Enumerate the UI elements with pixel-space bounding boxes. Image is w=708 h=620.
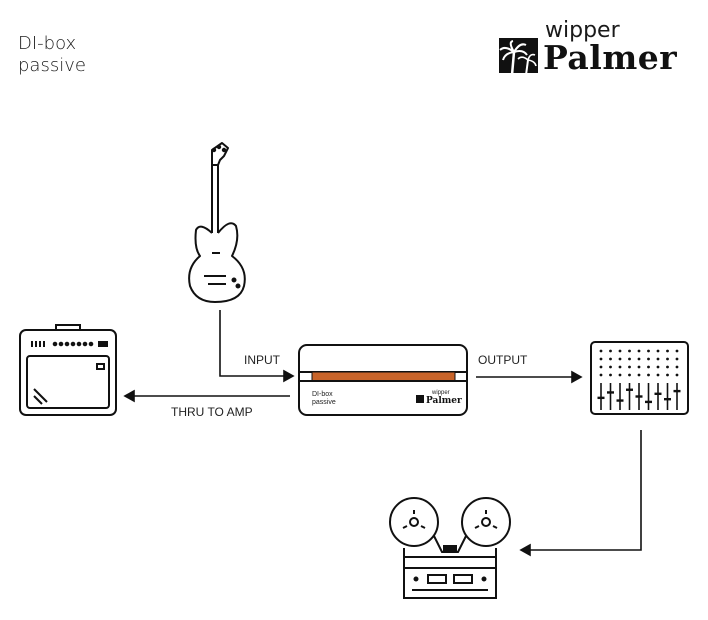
mixer-knob — [675, 373, 679, 377]
mixer-knob — [656, 357, 660, 361]
guitar-icon — [188, 142, 246, 303]
mixer-knob — [656, 349, 660, 353]
mixer-knob — [618, 373, 622, 377]
mixer-knob — [609, 357, 612, 361]
mixer-knob — [628, 349, 631, 353]
mixer-knob — [647, 349, 650, 353]
mixer-knob — [599, 349, 603, 353]
brand-name: Palmer — [543, 38, 678, 77]
thru-connection — [123, 389, 290, 403]
tape-recorder-icon — [389, 497, 511, 599]
device-logo-icon — [416, 395, 424, 403]
mixer-knob — [618, 357, 622, 361]
diagram-title: DI-box passive — [18, 33, 86, 77]
mixer-knob — [599, 365, 603, 369]
device-label-line-1: DI-box — [312, 391, 333, 398]
input-connection — [219, 310, 295, 383]
mixer-knob — [599, 373, 603, 377]
mixer-knob — [628, 373, 631, 377]
mixer-knob — [675, 357, 679, 361]
output-connection — [476, 370, 583, 384]
mixer-knob — [647, 357, 650, 361]
mixer-knob — [628, 365, 631, 369]
mixer-knob — [675, 349, 679, 353]
mixer-knob — [666, 349, 669, 353]
mixer-knob — [618, 349, 622, 353]
mixer-knob — [675, 365, 679, 369]
mixer-knob — [637, 365, 641, 369]
mixer-knob — [647, 365, 650, 369]
mixer-knob — [647, 373, 650, 377]
mixer-knob — [656, 365, 660, 369]
mixer-knob — [666, 373, 669, 377]
palm-tree-logo-icon — [499, 38, 538, 77]
title-line-2: passive — [18, 55, 86, 76]
mixer-knob — [666, 357, 669, 361]
mixer-knob — [609, 373, 612, 377]
mixer-to-recorder-connection — [519, 430, 642, 557]
amplifier-icon — [19, 324, 117, 416]
device-brand-prefix: wipper — [431, 390, 450, 396]
title-line-1: DI-box — [18, 33, 77, 54]
mixer-knob — [637, 349, 641, 353]
thru-label: THRU TO AMP — [171, 405, 253, 419]
mixer-knob — [637, 357, 641, 361]
mixer-knob — [618, 365, 622, 369]
mixer-knob — [656, 373, 660, 377]
input-label: INPUT — [244, 353, 280, 367]
di-box-device: DI-box passive wipper Palmer — [298, 344, 468, 416]
output-label: OUTPUT — [478, 353, 528, 367]
device-brand-name: Palmer — [426, 396, 462, 406]
mixer-knob — [637, 373, 641, 377]
mixer-icon — [590, 341, 689, 415]
mixer-knob — [609, 365, 612, 369]
device-label-line-2: passive — [312, 399, 336, 406]
mixer-knob — [628, 357, 631, 361]
mixer-knob — [599, 357, 603, 361]
mixer-knob — [666, 365, 669, 369]
brand-prefix: wipper — [545, 18, 620, 43]
di-box-accent-strip — [311, 371, 456, 382]
mixer-knob — [609, 349, 612, 353]
